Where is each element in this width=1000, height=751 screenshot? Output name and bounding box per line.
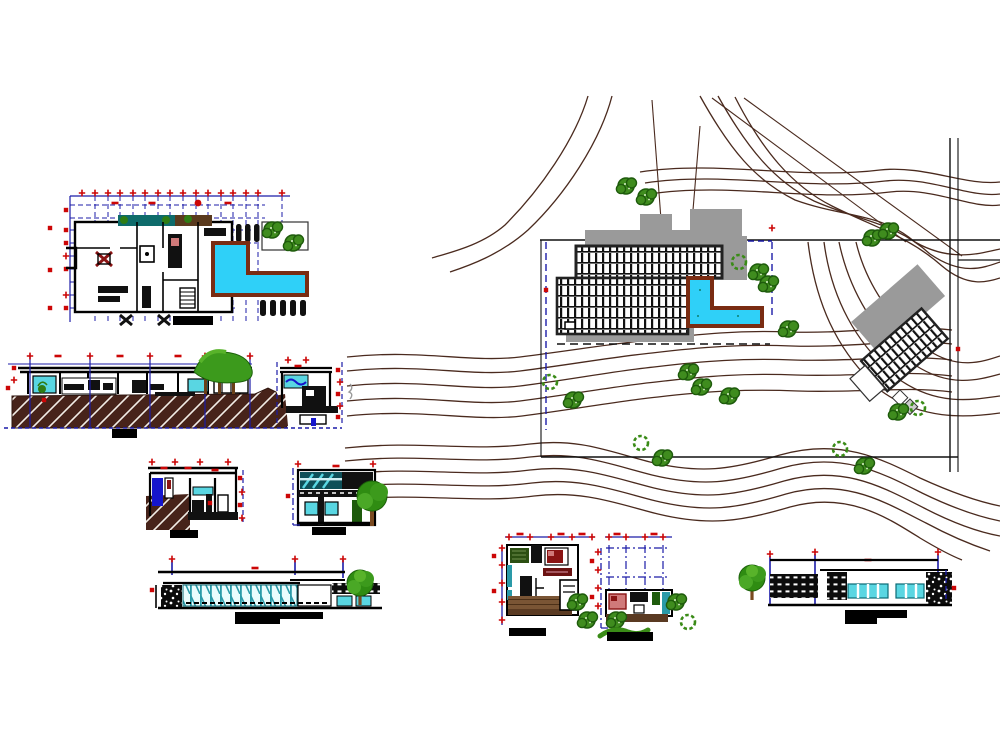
longitudinal-section: [4, 349, 353, 438]
pavilion-shadow: [851, 264, 946, 354]
section-b: [285, 459, 388, 535]
break-mark: [347, 383, 353, 400]
section-a: [146, 457, 246, 538]
title-bar: [312, 527, 346, 535]
stone-wall: [926, 572, 952, 605]
wall-panel: [297, 584, 332, 607]
bedroom-plan-a: [491, 532, 599, 636]
plan-b-tree: [665, 593, 688, 611]
site-pool: [686, 276, 764, 328]
plan-building: [66, 215, 309, 327]
bedroom-plan-b: [589, 532, 697, 641]
section-trees: [193, 349, 253, 394]
boundary-marker: [767, 223, 777, 233]
pool-loungers: [260, 300, 306, 316]
rear-elevation: [738, 547, 957, 624]
roof-access: [564, 321, 576, 330]
guest-pavilion: [849, 264, 950, 421]
stone-pier: [161, 585, 182, 608]
site-plan: [344, 95, 1000, 561]
floor-plan: [47, 188, 309, 327]
title-bar: [845, 610, 907, 624]
plan-deck-strip: [175, 215, 212, 226]
green-door: [352, 500, 362, 523]
floor-slab: [298, 490, 375, 497]
plan-b-tree: [679, 613, 697, 631]
title-bar: [170, 530, 198, 538]
boundary-marker: [543, 287, 549, 293]
glass-facade: [182, 584, 298, 607]
shrub: [887, 403, 910, 421]
pavilion-terrace: [849, 364, 886, 403]
section-b-tree: [356, 480, 388, 526]
boundary-marker: [955, 346, 961, 352]
title-bar: [173, 316, 213, 325]
dimension-markers: [47, 188, 287, 311]
timber-deck: [508, 596, 572, 609]
earth-wedge: [262, 394, 288, 426]
title-bar: [235, 612, 323, 624]
garage-cars: [236, 224, 260, 242]
plan-pool: [211, 241, 309, 297]
title-bar: [509, 628, 546, 636]
elevation-tree: [738, 564, 767, 601]
plan-a-tree: [576, 611, 599, 629]
deck-strip: [606, 614, 668, 622]
green-door: [652, 592, 660, 605]
plan-planter: [118, 215, 175, 226]
pool-section: [262, 355, 345, 426]
upper-glass: [300, 472, 342, 489]
louvre-column: [827, 572, 847, 600]
plan-a-tree: [566, 593, 589, 611]
louvre-wall: [770, 574, 818, 598]
roof-plan-upper: [574, 244, 724, 280]
window-band: [895, 583, 925, 599]
roof-plan-lower: [555, 276, 690, 336]
blue-closet: [152, 478, 163, 506]
patio-chairs: [119, 313, 171, 327]
pavilion-deck-tile: [891, 389, 909, 407]
title-bar: [607, 632, 653, 641]
house-roof-plan: [555, 209, 770, 345]
shrub: [605, 611, 628, 629]
title-bar: [112, 429, 137, 438]
plan-furniture: [66, 228, 226, 327]
front-elevation: [149, 554, 382, 624]
